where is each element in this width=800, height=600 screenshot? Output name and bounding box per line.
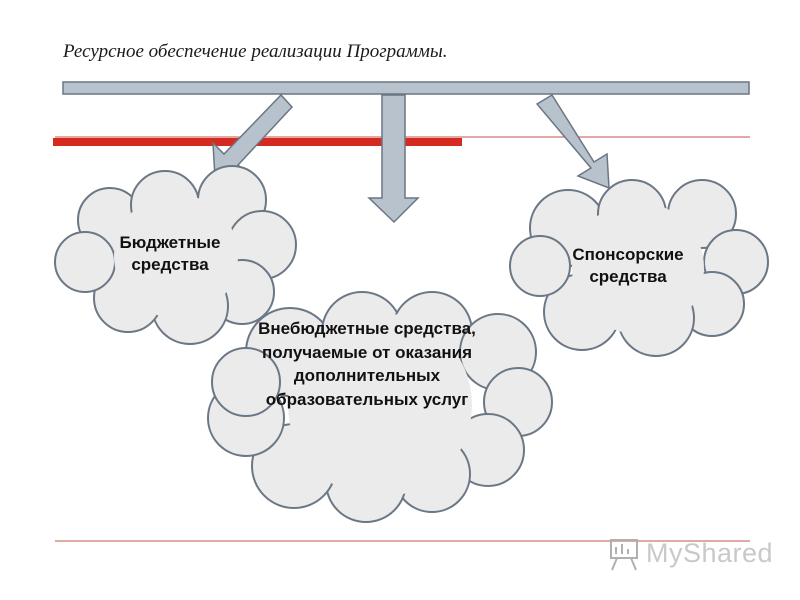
sponsor-label: Спонсорские средства [572,245,684,286]
budget-label: Бюджетные средства [119,233,221,274]
arrow-to-extrabudget [367,94,420,224]
watermark-text: MyShared [646,538,774,568]
arrow-to-sponsor [535,93,610,190]
presentation-board-icon [610,539,638,571]
cloud-extrabudget [207,291,553,523]
distribution-bar [62,81,750,95]
watermark: MyShared [640,538,773,569]
cloud-budget [54,165,297,345]
slide-title: Ресурсное обеспечение реализации Програм… [63,41,448,62]
cloud-sponsor [509,179,769,357]
extrabudget-label: Внебюджетные средства, получаемые от ока… [258,319,476,409]
